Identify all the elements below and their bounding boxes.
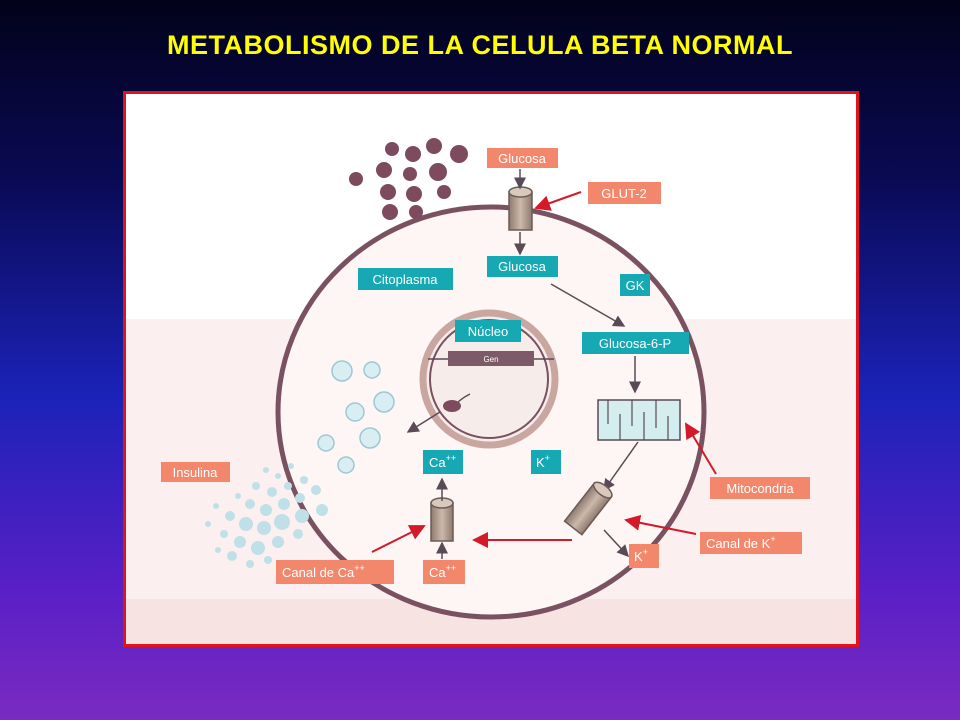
glucose-particle bbox=[429, 163, 447, 181]
svg-text:Glucosa: Glucosa bbox=[498, 151, 546, 166]
label-mitocondria bbox=[710, 477, 810, 499]
svg-text:Núcleo: Núcleo bbox=[468, 324, 508, 339]
insulin-granules bbox=[317, 360, 395, 474]
glucose-particle bbox=[406, 186, 422, 202]
glucose-particle bbox=[376, 162, 392, 178]
label-gk bbox=[620, 274, 650, 296]
potassium-channel bbox=[563, 481, 613, 536]
svg-text:Gen: Gen bbox=[483, 355, 498, 364]
glucose-particle bbox=[450, 145, 468, 163]
svg-text:Insulina: Insulina bbox=[173, 465, 219, 480]
label-nucleo bbox=[455, 320, 521, 342]
secreted-insulin bbox=[205, 463, 328, 568]
svg-text:Glucosa: Glucosa bbox=[498, 259, 546, 274]
glut2-transporter bbox=[508, 186, 533, 231]
k-outside-text: K+ bbox=[634, 547, 648, 564]
glucose-particle bbox=[426, 138, 442, 154]
label-insulina bbox=[161, 462, 230, 482]
nucleus bbox=[419, 309, 559, 449]
gene-bar bbox=[448, 351, 534, 366]
diagram-frame: Glucosa GLUT-2 Glucosa Citoplasma GK Núc… bbox=[123, 91, 859, 647]
label-glucosa-inside bbox=[487, 256, 558, 277]
glucose-particle bbox=[409, 205, 423, 219]
glucose-particle bbox=[349, 172, 363, 186]
glucose-particle bbox=[382, 204, 398, 220]
svg-text:Citoplasma: Citoplasma bbox=[372, 272, 438, 287]
canal-k-text: Canal de K+ bbox=[706, 534, 776, 551]
ca-outside-text: Ca++ bbox=[429, 563, 456, 580]
slide-title: METABOLISMO DE LA CELULA BETA NORMAL bbox=[167, 30, 793, 60]
insulin-granule bbox=[373, 391, 395, 413]
k-inside-text: K+ bbox=[536, 453, 550, 470]
insulin-granule bbox=[363, 361, 381, 379]
insulin-granule bbox=[331, 360, 353, 382]
glucose-particle bbox=[385, 142, 399, 156]
label-glucosa-outside bbox=[487, 148, 558, 168]
svg-text:Mitocondria: Mitocondria bbox=[726, 481, 794, 496]
label-k-outside bbox=[629, 544, 659, 568]
label-glut2 bbox=[588, 182, 661, 204]
insulin-granule bbox=[317, 434, 335, 452]
label-glucosa-6-p bbox=[582, 332, 689, 354]
glucose-particle bbox=[403, 167, 417, 181]
glucose-particles bbox=[349, 138, 468, 220]
mrna-blob bbox=[443, 400, 461, 412]
insulin-granule bbox=[359, 427, 381, 449]
label-citoplasma bbox=[358, 268, 453, 290]
insulin-granule bbox=[337, 456, 355, 474]
glucose-particle bbox=[405, 146, 421, 162]
beta-cell-diagram: Glucosa GLUT-2 Glucosa Citoplasma GK Núc… bbox=[126, 138, 856, 644]
svg-text:GLUT-2: GLUT-2 bbox=[601, 186, 647, 201]
glucose-particle bbox=[437, 185, 451, 199]
svg-text:GK: GK bbox=[626, 278, 645, 293]
calcium-channel bbox=[430, 497, 454, 542]
mitochondrion bbox=[597, 399, 681, 441]
ca-inside-text: Ca++ bbox=[429, 453, 456, 470]
glucose-particle bbox=[380, 184, 396, 200]
canal-ca-text: Canal de Ca++ bbox=[282, 563, 365, 580]
label-ca-outside bbox=[423, 560, 465, 584]
label-k-inside bbox=[531, 450, 561, 474]
insulin-granule bbox=[345, 402, 365, 422]
label-canal-k bbox=[700, 532, 802, 554]
label-ca-inside bbox=[423, 450, 463, 474]
svg-text:Glucosa-6-P: Glucosa-6-P bbox=[599, 336, 671, 351]
label-canal-ca bbox=[276, 560, 394, 584]
